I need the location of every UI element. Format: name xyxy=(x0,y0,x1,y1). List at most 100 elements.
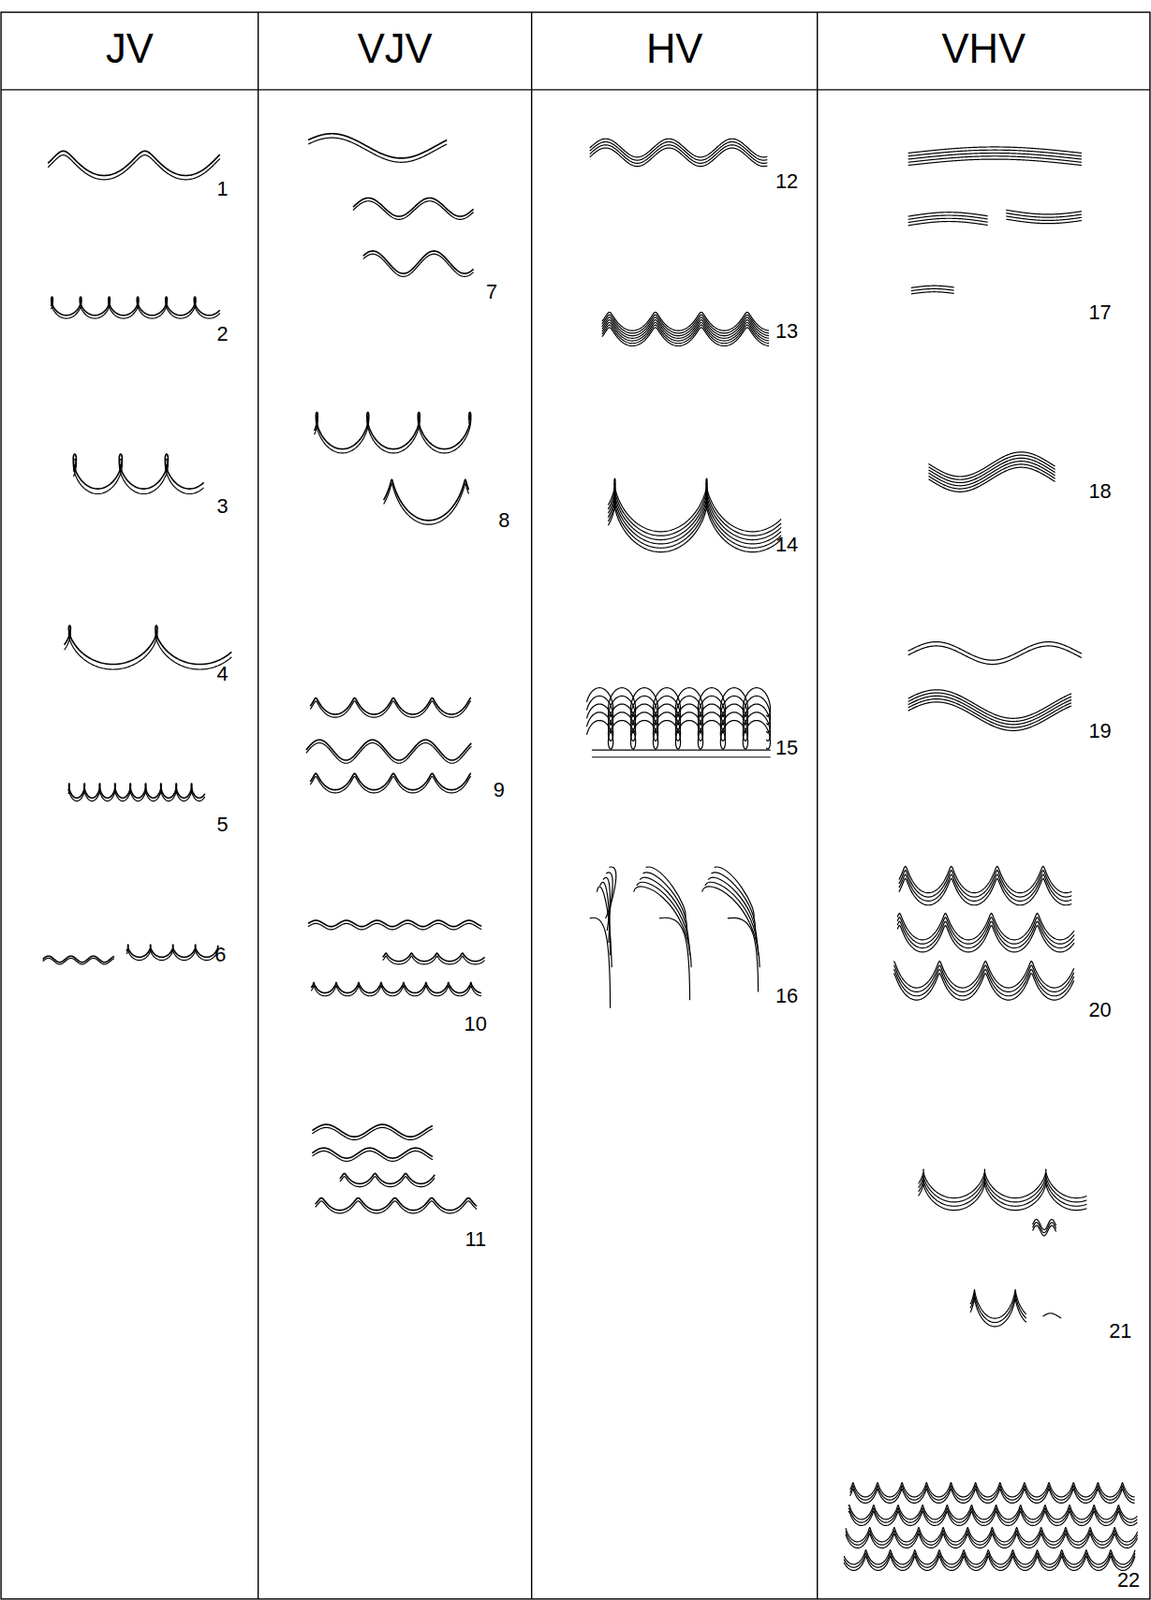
column-rule xyxy=(531,12,532,1600)
wave-line xyxy=(68,783,206,798)
wave-line xyxy=(908,702,1072,732)
wave-line xyxy=(607,478,782,532)
wave-line xyxy=(908,642,1082,662)
figure-number: 20 xyxy=(1088,1000,1111,1021)
wave-line xyxy=(315,1201,477,1214)
wave-line xyxy=(911,288,955,291)
wave-line xyxy=(918,1178,1088,1208)
wave-line xyxy=(843,1556,1136,1571)
wave-line xyxy=(893,973,1074,1001)
column-header: JV xyxy=(105,29,154,72)
wave-line xyxy=(899,874,1072,901)
wave-line xyxy=(310,986,481,997)
figure-number: 3 xyxy=(216,496,228,517)
wave-line xyxy=(314,412,472,449)
figure-number: 14 xyxy=(775,534,798,556)
column-rule xyxy=(257,12,259,1600)
wave-line xyxy=(383,956,486,965)
wave-line xyxy=(848,1508,1137,1523)
wave-line xyxy=(928,461,1055,487)
wave-line xyxy=(308,137,447,163)
wave-line xyxy=(908,221,989,226)
wave-line xyxy=(64,631,233,670)
figure-number: 4 xyxy=(216,664,228,686)
table-grid xyxy=(0,12,1151,1600)
wave-line xyxy=(908,693,1072,723)
arch-line xyxy=(605,867,617,919)
wave-line xyxy=(309,701,472,718)
wave-line xyxy=(1005,213,1082,219)
wave-line xyxy=(602,327,769,347)
wave-line xyxy=(607,499,782,553)
figure-number: 7 xyxy=(486,281,498,303)
wave-line xyxy=(309,773,472,790)
wave-line xyxy=(893,965,1074,992)
wave-line xyxy=(306,742,473,764)
wave-line xyxy=(1005,216,1082,222)
base-line xyxy=(591,750,771,752)
wave-line xyxy=(1005,209,1082,215)
figure-number: 6 xyxy=(214,944,226,966)
wave-line xyxy=(47,155,221,180)
wave-line xyxy=(383,484,470,526)
figure-number: 18 xyxy=(1088,481,1111,502)
wave-line xyxy=(1032,1219,1057,1230)
figure-number: 2 xyxy=(216,324,228,346)
wave-line xyxy=(911,292,955,295)
wave-line xyxy=(908,159,1082,166)
wave-line xyxy=(311,1127,433,1140)
wave-line xyxy=(64,625,233,665)
base-line xyxy=(591,756,771,758)
wave-line xyxy=(1043,1313,1063,1319)
arch-line xyxy=(639,877,689,944)
wave-line xyxy=(308,920,482,928)
figure-number: 9 xyxy=(493,780,505,801)
arch-line xyxy=(702,886,761,968)
wave-line xyxy=(918,1181,1088,1211)
wave-line xyxy=(918,1169,1088,1199)
figure-number: 5 xyxy=(216,814,228,836)
wave-line xyxy=(897,921,1075,948)
arch-line xyxy=(590,917,611,1009)
wave-line xyxy=(586,712,770,742)
wave-line xyxy=(1032,1223,1057,1234)
wave-line xyxy=(126,948,219,961)
wave-line xyxy=(850,1486,1136,1501)
wave-line xyxy=(928,467,1055,492)
wave-line xyxy=(928,464,1055,489)
wave-line xyxy=(1005,219,1082,224)
wave-line xyxy=(607,490,782,545)
figure-number: 12 xyxy=(775,171,798,192)
figure-number: 15 xyxy=(775,737,798,759)
figure-number: 11 xyxy=(464,1229,487,1251)
wave-line xyxy=(309,698,472,715)
column-header: VJV xyxy=(357,29,433,72)
wave-line xyxy=(845,1534,1138,1549)
wave-line xyxy=(908,690,1072,720)
wave-line xyxy=(850,1489,1136,1504)
wave-line xyxy=(893,961,1074,989)
wave-line xyxy=(607,495,782,549)
column-header: HV xyxy=(646,29,704,72)
figure-number: 8 xyxy=(498,510,510,532)
wave-line xyxy=(607,483,782,537)
figure-number: 19 xyxy=(1088,722,1111,743)
wave-line xyxy=(353,197,474,217)
wave-line xyxy=(970,1298,1027,1328)
table-border xyxy=(0,12,1151,1600)
arch-line xyxy=(646,867,686,919)
wave-line xyxy=(918,1173,1088,1203)
wave-line xyxy=(893,969,1074,996)
wave-line xyxy=(339,1177,435,1188)
wave-line xyxy=(383,479,470,521)
column-header: VHV xyxy=(942,29,1027,72)
wave-line xyxy=(908,695,1072,725)
wave-line xyxy=(73,458,204,494)
wave-line xyxy=(68,786,206,801)
wave-line xyxy=(848,1511,1137,1526)
wave-line xyxy=(314,416,472,454)
wave-line xyxy=(897,926,1075,953)
column-rule xyxy=(816,12,818,1600)
figure-number: 1 xyxy=(216,178,228,200)
